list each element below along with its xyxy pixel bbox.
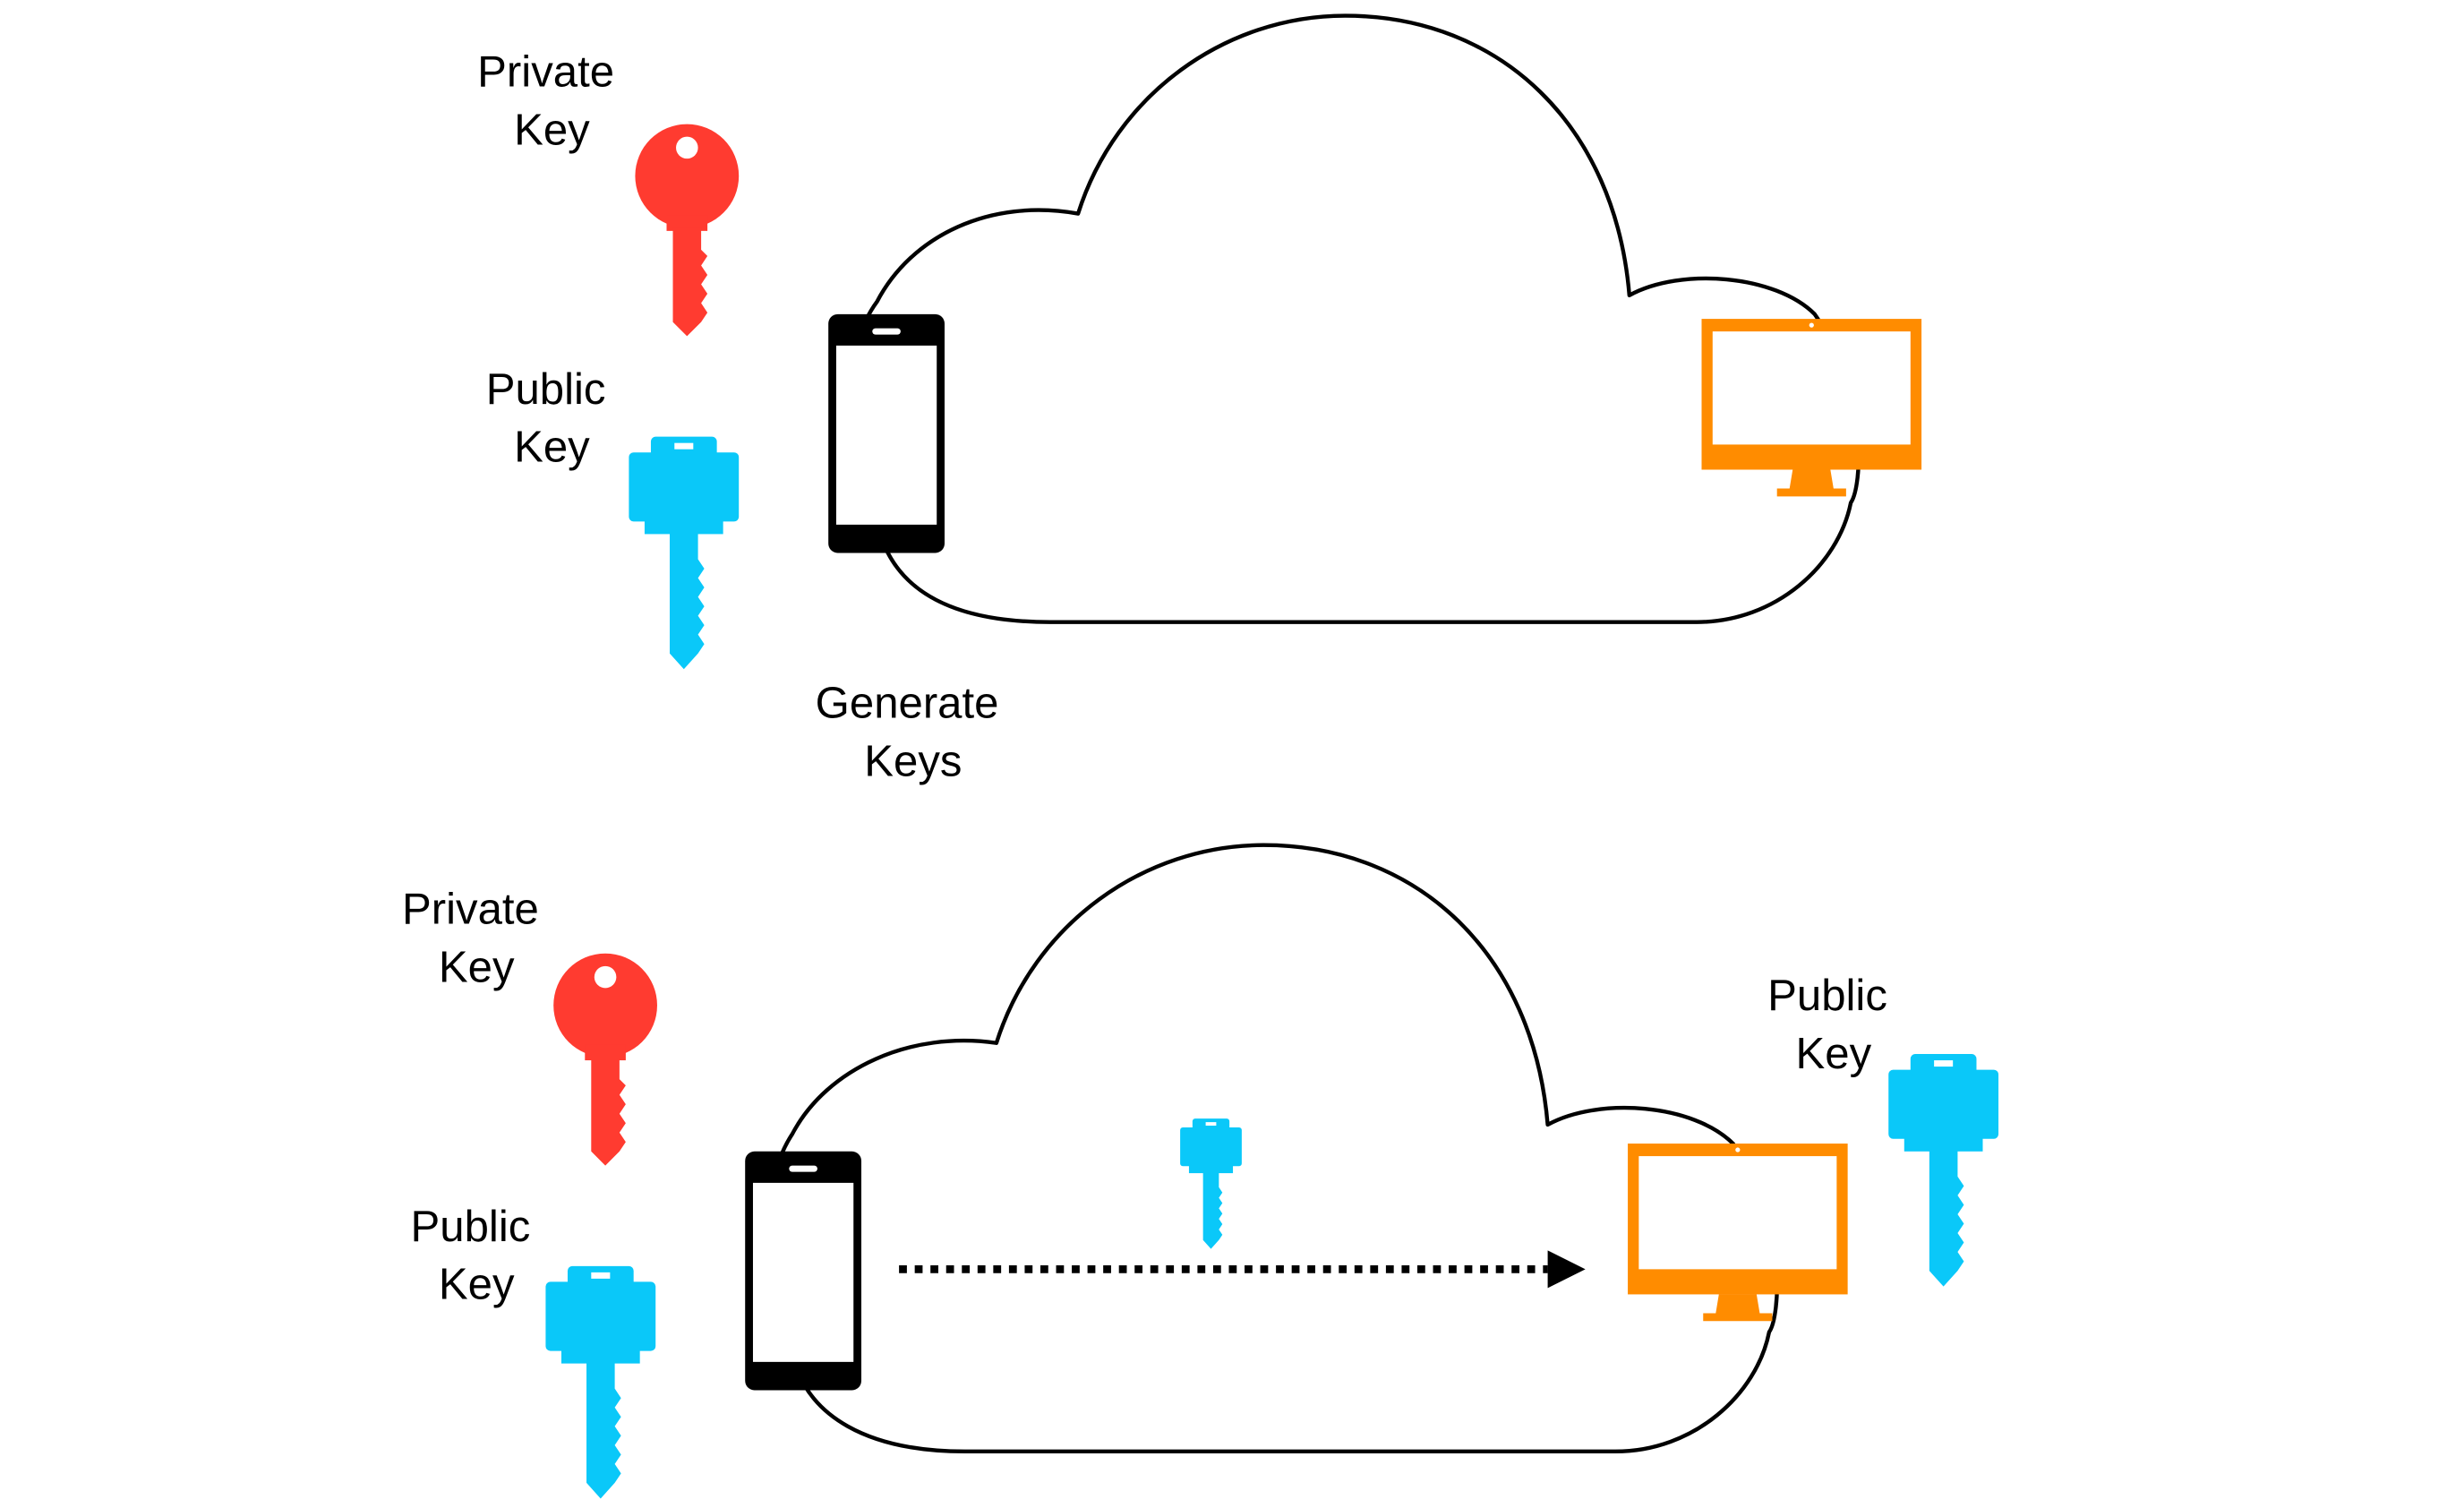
monitor-icon	[1701, 319, 1922, 497]
private-key-label: Private Key	[402, 885, 552, 991]
monitor-public-key-icon	[1888, 1054, 1999, 1287]
public-key-icon	[629, 436, 740, 670]
generate-keys-label: Generate Keys	[816, 680, 1011, 786]
public-key-icon	[545, 1265, 656, 1499]
top-panel: Private Key Public Key Generate Keys	[477, 13, 1922, 786]
monitor-public-key-label: Public Key	[1767, 972, 1899, 1078]
phone-icon	[828, 313, 945, 553]
public-key-in-transit-icon	[1180, 1118, 1242, 1249]
private-key-icon	[553, 953, 657, 1166]
transfer-arrow-head	[1547, 1250, 1586, 1289]
public-key-label: Public Key	[486, 365, 618, 472]
private-key-icon	[635, 124, 740, 337]
public-key-label: Public Key	[411, 1203, 543, 1309]
bottom-panel: Private Key Public Key Public Key	[402, 843, 1999, 1499]
phone-icon	[745, 1151, 862, 1391]
monitor-icon	[1628, 1144, 1848, 1322]
private-key-label: Private Key	[477, 47, 627, 154]
cloud-icon	[766, 843, 1779, 1454]
